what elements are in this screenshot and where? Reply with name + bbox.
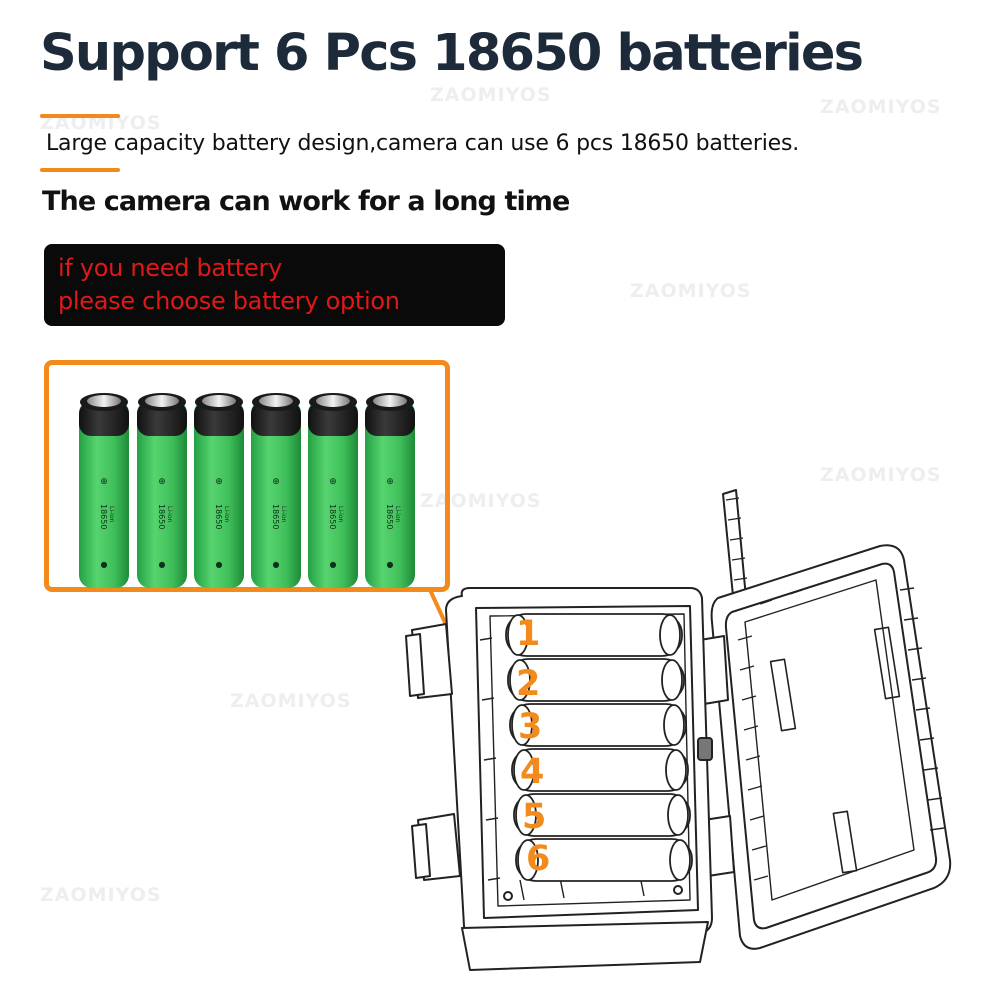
battery-row: ⊕ ● 18650 Li-ion ⊕ ● 18650 Li-ion ⊕ ● 18… [79, 393, 415, 588]
camera-battery-6 [515, 838, 693, 882]
slot-number-6: 6 [526, 839, 550, 879]
svg-text:⊕: ⊕ [100, 477, 108, 487]
watermark: ZAOMIYOS [820, 464, 942, 486]
battery-4: ⊕ ● 18650 Li-ion [251, 393, 301, 588]
svg-text:●: ● [330, 560, 337, 569]
svg-text:⊕: ⊕ [272, 477, 280, 487]
subtitle: Large capacity battery design,camera can… [46, 131, 800, 156]
watermark: ZAOMIYOS [40, 884, 162, 906]
svg-text:⊕: ⊕ [215, 477, 223, 487]
svg-text:●: ● [273, 560, 280, 569]
svg-text:●: ● [216, 560, 223, 569]
tagline: The camera can work for a long time [42, 186, 570, 217]
svg-text:●: ● [159, 560, 166, 569]
battery-2: ⊕ ● 18650 Li-ion [137, 393, 187, 588]
watermark: ZAOMIYOS [430, 84, 552, 106]
watermark: ZAOMIYOS [230, 690, 352, 712]
battery-notice: if you need battery please choose batter… [44, 244, 505, 326]
battery-sublabel: Li-ion [280, 506, 287, 523]
battery-5: ⊕ ● 18650 Li-ion [308, 393, 358, 588]
battery-6: ⊕ ● 18650 Li-ion [365, 393, 415, 588]
battery-3: ⊕ ● 18650 Li-ion [194, 393, 244, 588]
slot-number-3: 3 [518, 707, 542, 747]
svg-text:⊕: ⊕ [386, 477, 394, 487]
camera-battery-4 [511, 748, 689, 792]
battery-showcase-frame [44, 360, 450, 592]
svg-text:●: ● [101, 560, 108, 569]
battery-label: 18650 [328, 504, 337, 529]
battery-label: 18650 [271, 504, 280, 529]
camera-battery-5 [513, 793, 691, 837]
battery-sublabel: Li-ion [223, 506, 230, 523]
slot-numbers: 1 2 3 4 5 6 [516, 614, 550, 879]
watermark: ZAOMIYOS [630, 280, 752, 302]
svg-text:●: ● [387, 560, 394, 569]
camera-battery-1 [505, 613, 683, 657]
watermark: ZAOMIYOS [820, 96, 942, 118]
accent-divider-top [40, 114, 120, 118]
notice-line-2: please choose battery option [58, 287, 400, 315]
camera-battery-2 [507, 658, 685, 702]
battery-label: 18650 [214, 504, 223, 529]
battery-sublabel: Li-ion [166, 506, 173, 523]
camera-lid [699, 544, 952, 950]
watermark: ZAOMIYOS [420, 490, 542, 512]
notice-line-1: if you need battery [58, 254, 282, 282]
camera-battery-3 [509, 703, 687, 747]
slot-number-1: 1 [516, 614, 540, 654]
battery-label: 18650 [385, 504, 394, 529]
battery-sublabel: Li-ion [394, 506, 401, 523]
battery-sublabel: Li-ion [337, 506, 344, 523]
battery-label: 18650 [99, 504, 108, 529]
svg-text:⊕: ⊕ [158, 477, 166, 487]
battery-label: 18650 [157, 504, 166, 529]
camera-battery-stack [505, 613, 693, 882]
page-title: Support 6 Pcs 18650 batteries [40, 24, 864, 83]
camera-housing [405, 489, 952, 971]
slot-number-2: 2 [516, 664, 540, 704]
battery-sublabel: Li-ion [108, 506, 115, 523]
svg-text:⊕: ⊕ [329, 477, 337, 487]
slot-number-5: 5 [522, 797, 546, 837]
accent-divider-bottom [40, 168, 120, 172]
battery-1: ⊕ ● 18650 Li-ion [79, 393, 129, 588]
slot-number-4: 4 [520, 752, 544, 792]
